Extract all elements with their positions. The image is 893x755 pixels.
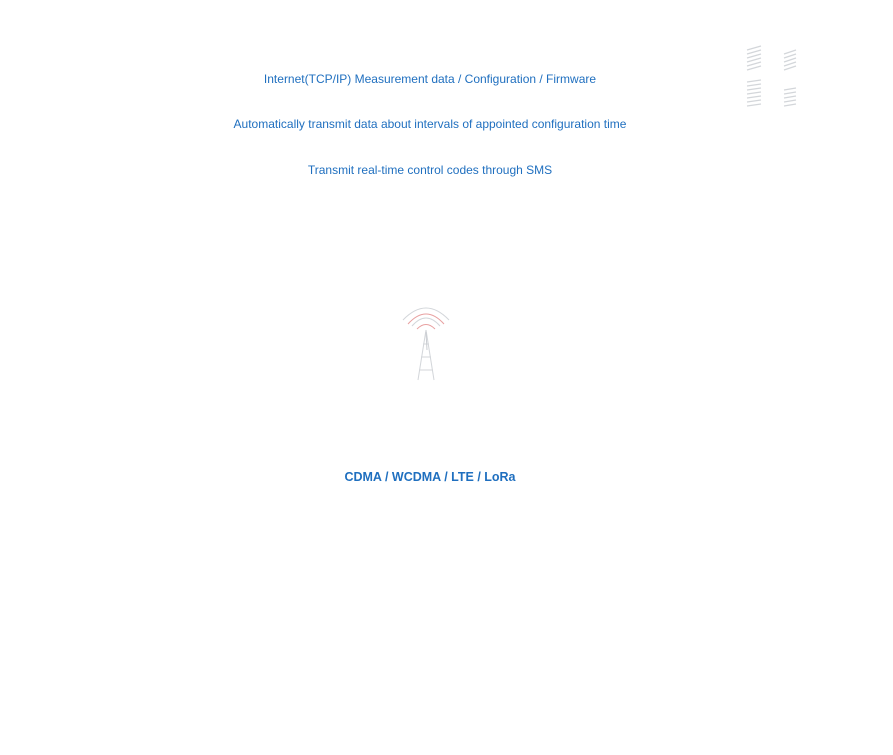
cell-tower-icon (398, 302, 454, 384)
server-icon (740, 44, 804, 114)
network-types-label: CDMA / WCDMA / LTE / LoRa (344, 470, 516, 484)
internet-data-label: Internet(TCP/IP) Measurement data / Conf… (263, 72, 597, 86)
sms-control-label: Transmit real-time control codes through… (307, 163, 553, 177)
auto-transmit-label: Automatically transmit data about interv… (233, 117, 627, 131)
